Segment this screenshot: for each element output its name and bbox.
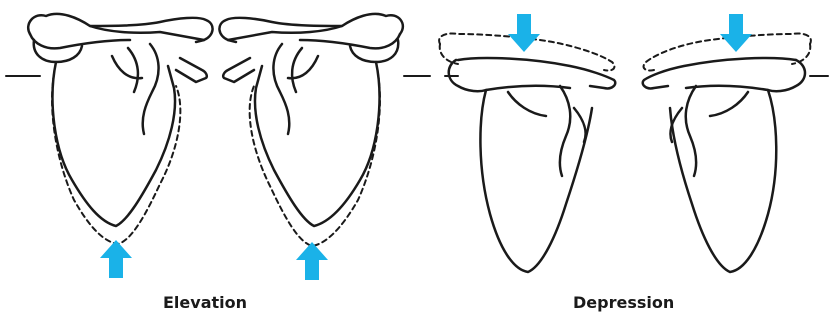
caption-depression: Depression [573, 293, 674, 312]
down-arrow-icon [720, 14, 752, 52]
up-arrow-icon [296, 242, 328, 280]
scapula-depression-left [439, 33, 615, 272]
scapula-elevation-right [219, 14, 402, 246]
caption-elevation: Elevation [163, 293, 247, 312]
down-arrow-icon [508, 14, 540, 52]
up-arrow-icon [100, 240, 132, 278]
scapula-elevation-left [28, 14, 212, 244]
scapula-depression-right [643, 33, 811, 272]
